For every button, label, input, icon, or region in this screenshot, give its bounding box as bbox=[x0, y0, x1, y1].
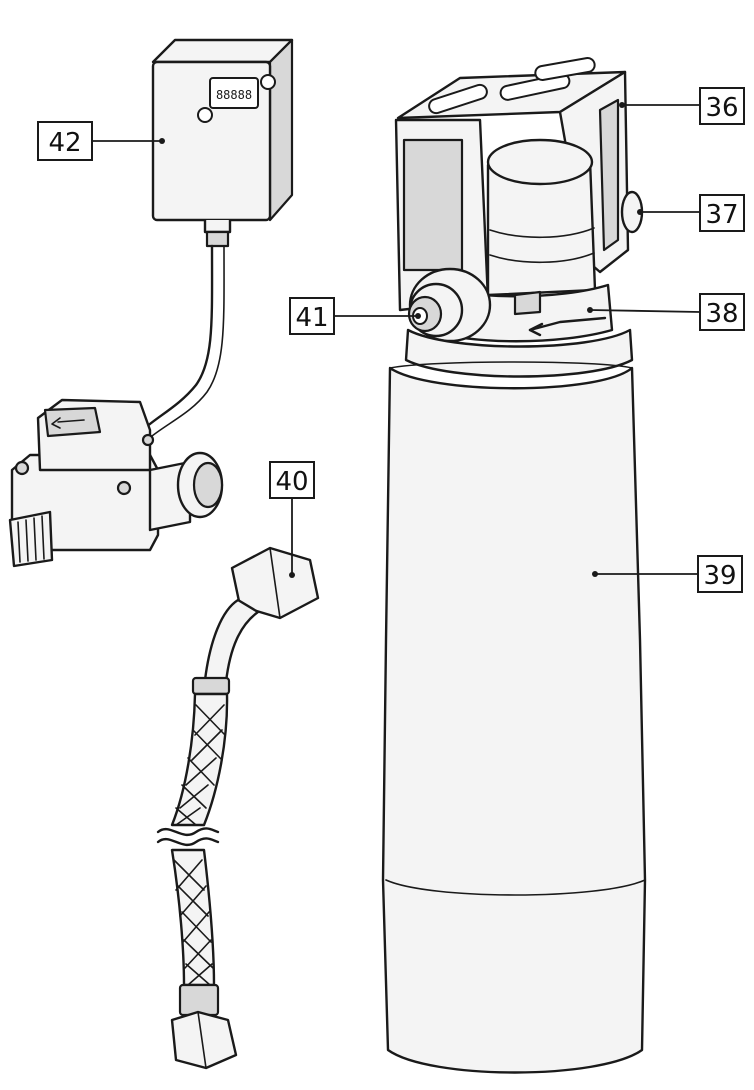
callout-39: 39 bbox=[592, 555, 743, 593]
display-readout: 88888 bbox=[216, 88, 252, 102]
callout-37-label: 37 bbox=[705, 200, 738, 230]
callout-37: 37 bbox=[637, 194, 745, 232]
callout-40-label: 40 bbox=[275, 467, 308, 497]
sensor-cable bbox=[143, 244, 214, 430]
callout-42: 42 bbox=[37, 121, 165, 161]
display-screen bbox=[209, 77, 259, 109]
callout-38-label: 38 bbox=[705, 299, 738, 329]
callout-36: 36 bbox=[619, 87, 745, 125]
display-module: 88888 bbox=[151, 38, 294, 248]
callout-38: 38 bbox=[587, 293, 745, 331]
callout-36-label: 36 bbox=[705, 93, 738, 123]
filter-head bbox=[394, 57, 644, 378]
callout-42-label: 42 bbox=[48, 128, 81, 158]
left-button-icon bbox=[197, 107, 213, 123]
callout-41: 41 bbox=[289, 297, 421, 335]
filter-cartridge bbox=[381, 361, 647, 1074]
braided-hose bbox=[156, 546, 320, 1070]
callout-41-label: 41 bbox=[295, 303, 328, 333]
flow-meter bbox=[8, 398, 224, 568]
callout-40: 40 bbox=[269, 461, 315, 578]
callout-39-label: 39 bbox=[703, 561, 736, 591]
right-button-icon bbox=[260, 74, 276, 90]
